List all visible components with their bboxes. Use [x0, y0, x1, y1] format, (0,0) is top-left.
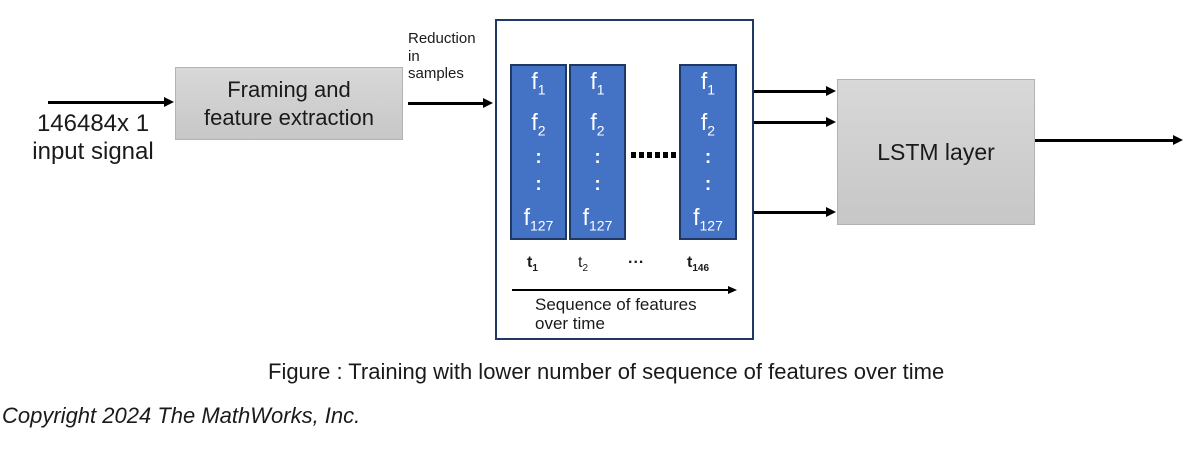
input-signal-text: input signal [32, 138, 154, 165]
reduction-label-line1: Reduction [408, 30, 476, 47]
feature-ellipsis: : [594, 146, 601, 168]
column-ellipsis-dashes [631, 152, 677, 158]
figure-caption: Figure : Training with lower number of s… [268, 359, 945, 384]
lstm-layer-box: LSTM layer [837, 79, 1035, 225]
input-arrow [48, 101, 164, 104]
reduction-arrow [408, 102, 483, 105]
lstm-output-arrow [1035, 139, 1173, 142]
feature-f127: f127 [523, 204, 554, 234]
feature-ellipsis: : [535, 146, 542, 168]
feature-column-t146: f1 f2 : : f127 [679, 64, 737, 240]
feature-f2: f2 [531, 108, 546, 139]
feature-f1: f1 [531, 68, 546, 98]
time-label-ellipsis: ... [628, 250, 645, 267]
framing-box-label: Framing and feature extraction [204, 76, 374, 132]
framing-feature-extraction-box: Framing and feature extraction [175, 67, 403, 140]
copyright-text: Copyright 2024 The MathWorks, Inc. [2, 403, 361, 428]
feature-ellipsis: : [704, 174, 712, 196]
sequence-of-features-label: Sequence of features over time [535, 295, 697, 333]
feature-f1: f1 [590, 68, 605, 98]
time-label-t2: t2 [578, 254, 589, 275]
input-signal-label: 146484x 1 input signal [28, 110, 158, 166]
time-label-t146: t146 [687, 254, 710, 275]
feature-f2: f2 [700, 108, 716, 139]
reduction-label-line2: in [408, 47, 420, 65]
framing-box-label-line1: Framing and [227, 76, 351, 102]
to-lstm-arrow-1 [754, 90, 826, 93]
feature-f127: f127 [582, 204, 613, 234]
reduction-in-samples-label: Reduction in samples [408, 30, 476, 83]
input-signal-size: 146484x 1 [36, 110, 150, 137]
feature-ellipsis: : [594, 174, 601, 196]
feature-ellipsis: : [535, 174, 542, 196]
to-lstm-arrow-3 [754, 211, 826, 214]
sequence-label-line1: Sequence of features [535, 295, 697, 314]
reduction-label-line3: samples [408, 65, 464, 82]
to-lstm-arrow-2 [754, 121, 826, 124]
feature-f2: f2 [590, 108, 605, 139]
sequence-time-arrow [512, 289, 728, 291]
feature-column-t2: f1 f2 : : f127 [569, 64, 626, 240]
framing-box-label-line2: feature extraction [204, 104, 374, 130]
feature-ellipsis: : [704, 146, 712, 168]
time-label-t1: t1 [527, 254, 538, 275]
feature-f1: f1 [700, 68, 716, 98]
sequence-label-line2: over time [535, 314, 605, 333]
feature-column-t1: f1 f2 : : f127 [510, 64, 567, 240]
lstm-layer-label: LSTM layer [877, 139, 995, 165]
feature-f127: f127 [693, 204, 723, 234]
